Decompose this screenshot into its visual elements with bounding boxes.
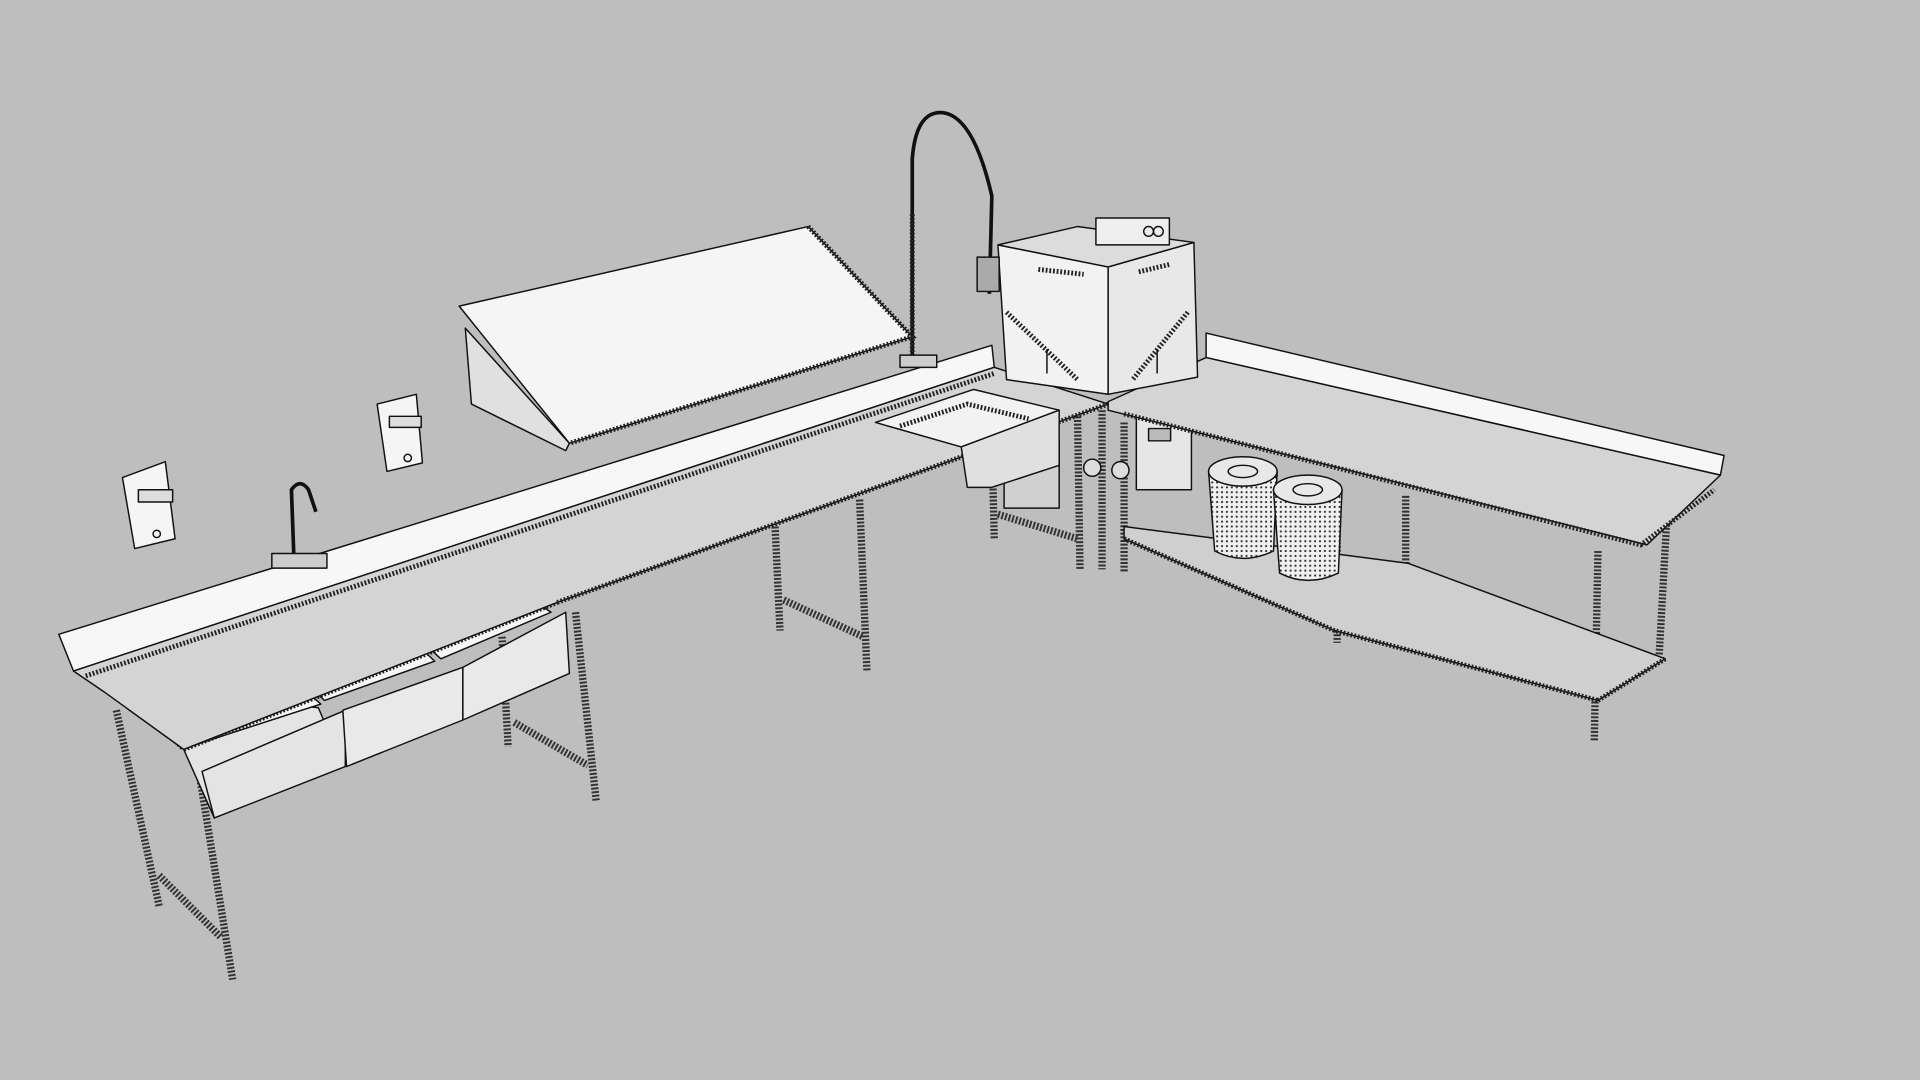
overshelf-rack <box>458 224 917 452</box>
soap-dispenser <box>376 393 424 473</box>
undershelf <box>1123 525 1667 702</box>
soap-dispenser <box>121 460 176 550</box>
prerinse-faucet <box>899 110 1000 369</box>
sink-faucet <box>271 481 328 569</box>
dishwasher <box>997 217 1199 396</box>
waste-buckets <box>1207 456 1343 582</box>
